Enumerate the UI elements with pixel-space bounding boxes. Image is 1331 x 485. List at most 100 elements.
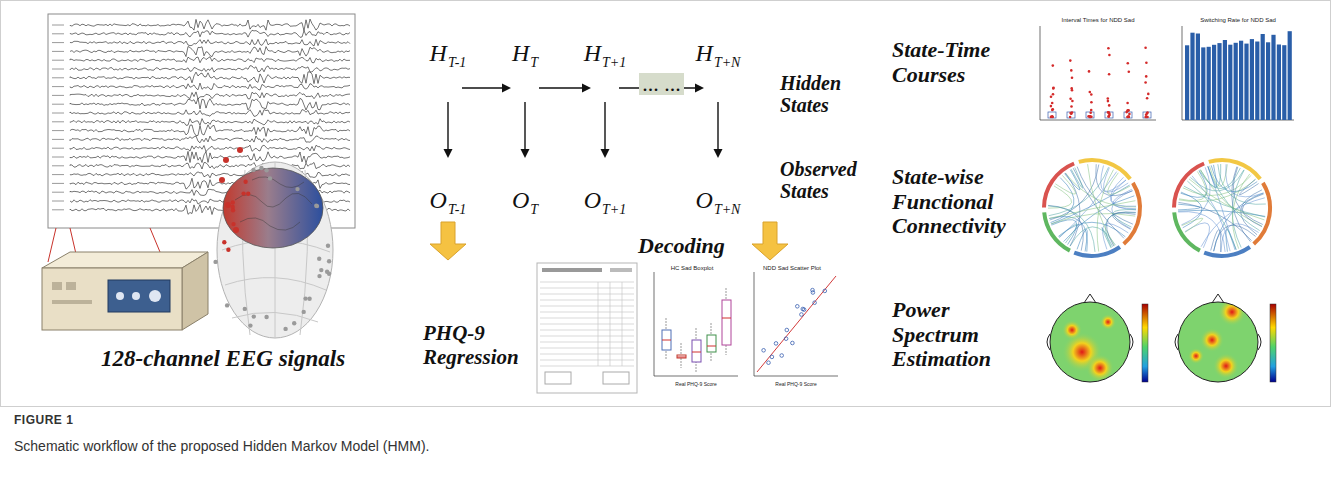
arrow-head bbox=[582, 84, 591, 93]
state-letter: O bbox=[696, 187, 713, 214]
panel-title: State-wise Functional Connectivity bbox=[892, 165, 1037, 239]
chord bbox=[1051, 185, 1130, 224]
chord bbox=[1226, 164, 1264, 197]
form-row bbox=[540, 342, 634, 343]
interval-point bbox=[1146, 97, 1149, 100]
box bbox=[692, 340, 701, 362]
state-subscript: T-1 bbox=[448, 202, 466, 218]
state-letter: O bbox=[430, 187, 447, 214]
chord bbox=[1048, 205, 1083, 250]
bar bbox=[1261, 34, 1265, 120]
form-row bbox=[540, 366, 634, 367]
scatter-point bbox=[802, 308, 806, 312]
panel-title: Observed States bbox=[780, 158, 866, 203]
interval-point bbox=[1089, 116, 1092, 119]
box bbox=[677, 355, 686, 358]
circle-outline bbox=[706, 76, 730, 100]
chord-ring bbox=[1174, 212, 1200, 250]
interval-point bbox=[1069, 59, 1072, 62]
chord bbox=[1211, 230, 1221, 252]
electrode-dot bbox=[237, 147, 243, 153]
state-circle-shape bbox=[705, 75, 731, 101]
chord bbox=[1178, 212, 1225, 252]
state-circle: HT-1 bbox=[435, 75, 461, 101]
state-circle: OT-1 bbox=[435, 159, 461, 185]
eeg-panel-shape bbox=[8, 10, 405, 400]
interval-point bbox=[1069, 97, 1072, 100]
state-subscript: T+N bbox=[714, 55, 741, 71]
interval-point bbox=[1052, 108, 1055, 111]
eeg-trace bbox=[70, 47, 350, 57]
electrode-dot bbox=[243, 180, 247, 184]
state-subscript: T+N bbox=[714, 202, 741, 218]
panel-title: State-Time Courses bbox=[892, 38, 1032, 87]
interval-point bbox=[1052, 86, 1055, 89]
chord bbox=[1049, 201, 1135, 219]
arrow-head bbox=[521, 149, 530, 158]
panel-title: Hidden States bbox=[780, 72, 866, 117]
chord bbox=[1211, 165, 1257, 191]
panel-outline bbox=[383, 10, 873, 400]
chord bbox=[1097, 170, 1113, 252]
chord bbox=[1049, 167, 1109, 216]
state-letter: H bbox=[430, 40, 447, 67]
arrow-head bbox=[714, 149, 723, 158]
transition-arrow bbox=[444, 102, 453, 158]
interval-point bbox=[1071, 89, 1074, 92]
electrode-dot bbox=[303, 296, 307, 300]
scatter-point bbox=[823, 289, 827, 293]
form-row bbox=[540, 312, 634, 313]
channel-tick bbox=[52, 113, 64, 114]
topomap-ground bbox=[1166, 288, 1290, 396]
box bbox=[662, 330, 671, 350]
channel-tick bbox=[52, 139, 64, 140]
state-subscript: T bbox=[530, 202, 538, 218]
interval-point bbox=[1050, 95, 1053, 98]
chord bbox=[1178, 202, 1251, 240]
channel-tick bbox=[52, 183, 64, 184]
bar bbox=[1190, 33, 1194, 120]
scatter-point bbox=[811, 288, 815, 292]
circle-outline bbox=[436, 76, 460, 100]
form-column bbox=[610, 282, 611, 366]
interval-point bbox=[1128, 116, 1131, 119]
interval-point bbox=[1107, 111, 1110, 114]
device-top bbox=[42, 252, 208, 268]
chord bbox=[1214, 225, 1256, 251]
bar bbox=[1223, 40, 1227, 120]
chord bbox=[1179, 172, 1206, 201]
interval-point bbox=[1051, 109, 1054, 112]
interval-point bbox=[1051, 115, 1054, 118]
form-header bbox=[542, 268, 602, 272]
form-row bbox=[540, 294, 634, 295]
interval-point bbox=[1128, 113, 1131, 116]
scatter-point bbox=[785, 328, 789, 332]
circle-outline bbox=[513, 160, 537, 184]
plot-axes bbox=[1040, 26, 1156, 120]
interval-point bbox=[1088, 70, 1091, 73]
form-row bbox=[540, 354, 634, 355]
plot-axes bbox=[654, 272, 738, 376]
electrode-dot bbox=[213, 260, 217, 264]
bar bbox=[1212, 45, 1216, 120]
electrode-dot bbox=[248, 323, 252, 327]
switching-bar-chart bbox=[1182, 26, 1294, 120]
electrode-dot bbox=[241, 191, 245, 195]
panel-title: Power Spectrum Estimation bbox=[892, 298, 1032, 372]
interval-point bbox=[1107, 47, 1110, 50]
device-panel bbox=[108, 280, 170, 312]
interval-point bbox=[1089, 115, 1092, 118]
state-letter: O bbox=[584, 187, 601, 214]
arrow-head bbox=[502, 84, 511, 93]
chord bbox=[1052, 220, 1077, 245]
chord bbox=[1178, 210, 1265, 216]
plot-title: Real PHQ-9 Score bbox=[775, 382, 816, 387]
electrode-dot bbox=[314, 204, 318, 208]
circle-outline bbox=[593, 160, 617, 184]
box-median bbox=[692, 352, 701, 353]
channel-tick bbox=[52, 86, 64, 87]
electrode-dot bbox=[264, 168, 268, 172]
chord-ring bbox=[1254, 183, 1270, 244]
panel-outline bbox=[8, 10, 405, 400]
arrow-line bbox=[524, 102, 525, 149]
